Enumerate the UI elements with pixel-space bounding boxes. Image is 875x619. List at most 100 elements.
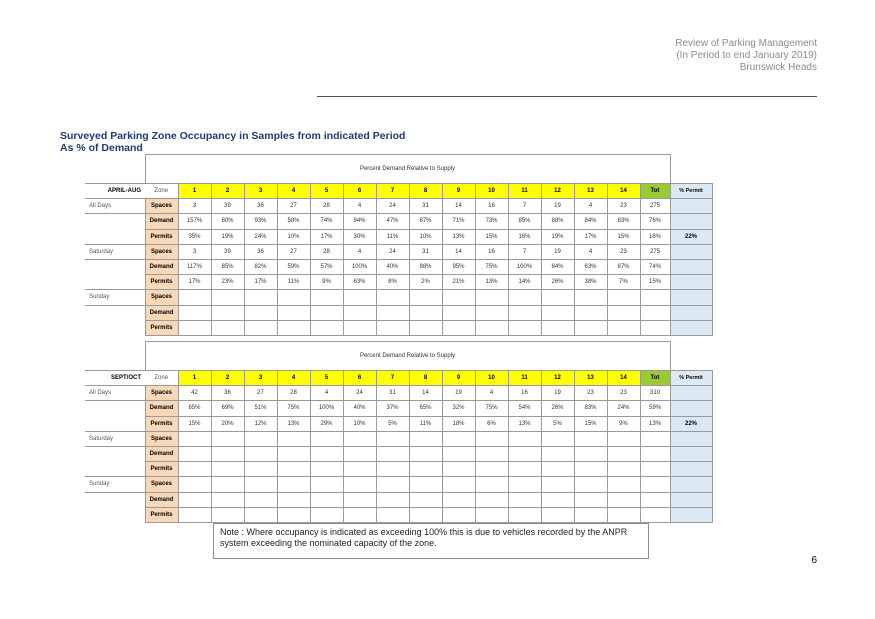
permit-cell [669,198,713,215]
data-cell: 10% [276,228,311,245]
blank-cell [85,320,145,335]
data-cell: 95% [441,258,476,276]
permit-cell [669,274,713,291]
data-cell [276,289,311,306]
blank-cell [670,342,712,371]
data-cell [309,430,344,447]
permit-header: % Permit [669,369,713,387]
data-cell: 23 [606,243,641,260]
zone-header: 1 [177,369,212,387]
total-header: Tot [639,182,671,200]
day-label: Saturday [85,430,145,447]
data-cell: 63% [573,258,608,276]
row-label: Spaces [144,385,179,402]
data-cell [441,430,476,447]
data-cell: 54% [507,400,542,417]
zone-header: 2 [210,369,245,387]
data-cell: 51% [243,400,278,417]
data-cell: 11% [276,274,311,291]
zone-header: 13 [573,182,608,200]
zone-header: 7 [375,182,410,200]
section-title: Surveyed Parking Zone Occupancy in Sampl… [60,130,405,154]
blank-cell [85,259,145,274]
data-cell [639,304,671,321]
data-cell: 19 [540,198,575,215]
data-cell: 85% [210,258,245,276]
table-row: Demand [85,445,713,463]
data-cell: 16 [474,198,509,215]
row-label: Spaces [144,198,179,215]
permit-cell [669,304,713,321]
data-cell: 29% [309,415,344,432]
data-cell: 2% [408,274,443,291]
data-cell [507,461,542,478]
zone-header: 8 [408,369,443,387]
zone-header: 9 [441,182,476,200]
data-cell [375,445,410,463]
zone-header: 8 [408,182,443,200]
data-cell: 275 [639,198,671,215]
data-cell: 9% [606,415,641,432]
data-cell [408,319,443,336]
data-cell [342,445,377,463]
day-label: Sunday [85,289,145,306]
data-cell: 14 [408,385,443,402]
data-cell [606,445,641,463]
data-cell [639,289,671,306]
permit-cell [669,319,713,336]
data-cell [243,445,278,463]
data-cell: 74% [309,213,344,230]
data-cell: 39 [210,198,245,215]
data-cell [309,506,344,523]
data-cell [573,289,608,306]
data-cell [177,491,212,508]
data-cell: 73% [474,213,509,230]
zone-label: Zone [145,369,179,387]
data-cell [309,491,344,508]
data-cell: 100% [342,258,377,276]
data-cell [408,506,443,523]
data-cell: 15% [606,228,641,245]
permit-cell [669,385,713,402]
data-cell: 20% [210,415,245,432]
data-cell [639,319,671,336]
data-cell: 47% [375,213,410,230]
data-cell [375,476,410,493]
data-cell: 83% [606,213,641,230]
data-cell [243,461,278,478]
data-cell [243,289,278,306]
data-cell [342,491,377,508]
data-cell [408,430,443,447]
header-rule [317,96,817,97]
data-cell [507,476,542,493]
occupancy-note: Note : Where occupancy is indicated as e… [213,523,649,559]
row-label: Spaces [144,430,179,447]
data-cell [243,304,278,321]
data-cell: 14% [507,274,542,291]
data-cell [540,304,575,321]
data-cell [507,319,542,336]
data-cell [573,491,608,508]
data-cell [408,304,443,321]
data-cell: 24% [243,228,278,245]
data-cell: 42 [177,385,212,402]
data-cell: 65% [408,400,443,417]
data-cell [309,319,344,336]
table-caption: Percent Demand Relative to Supply [144,341,671,371]
data-cell [375,506,410,523]
data-cell [210,491,245,508]
data-cell [408,289,443,306]
day-label: Saturday [85,243,145,260]
blank-cell [85,305,145,320]
data-cell: 36 [210,385,245,402]
data-cell [342,289,377,306]
data-cell: 69% [210,400,245,417]
data-cell: 4 [573,198,608,215]
data-cell: 37% [375,400,410,417]
data-cell: 63% [342,274,377,291]
report-period: (In Period to end January 2019) [676,50,817,61]
data-cell: 75% [276,400,311,417]
